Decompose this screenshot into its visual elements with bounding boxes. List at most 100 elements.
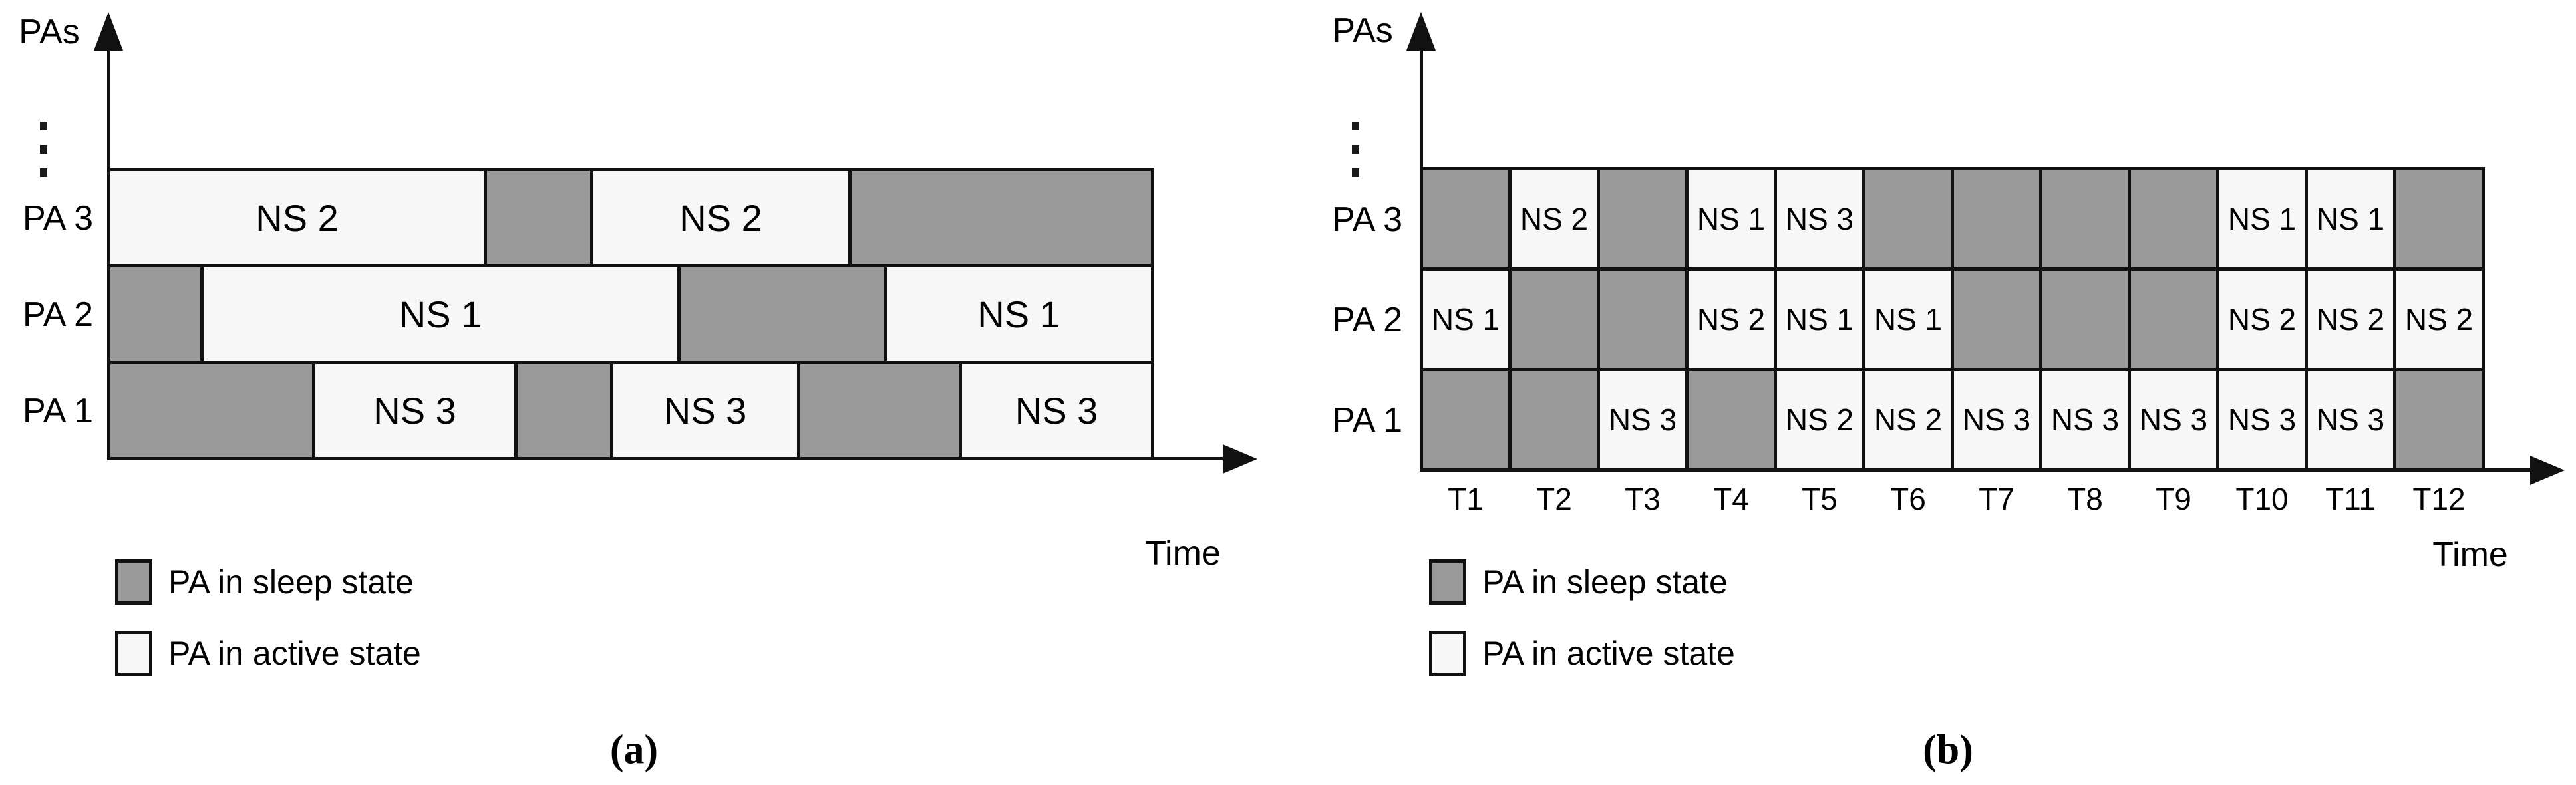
- active-slot: NS 2: [1777, 371, 1862, 468]
- legend-item-active: PA in active state: [1429, 631, 1735, 676]
- sleep-swatch-icon: [1429, 559, 1466, 605]
- ns-label: NS 2: [255, 196, 339, 239]
- ns-label: NS 3: [1962, 402, 2031, 437]
- active-slot: NS 2: [593, 171, 848, 264]
- row-label: PA 3: [1331, 200, 1402, 239]
- active-slot: NS 1: [887, 267, 1151, 361]
- ns-label: NS 2: [1696, 302, 1766, 337]
- legend-label: PA in sleep state: [168, 563, 414, 601]
- time-tick-label: T4: [1713, 482, 1749, 516]
- ns-label: NS 3: [2050, 402, 2120, 437]
- active-slot: NS 2: [1689, 271, 1774, 368]
- sleep-slot: [1954, 170, 2039, 267]
- ns-label: NS 3: [1608, 402, 1677, 437]
- sleep-slot: [487, 171, 590, 264]
- active-slot: NS 3: [1954, 371, 2039, 468]
- ns-label: NS 2: [1873, 402, 1943, 437]
- active-swatch-icon: [115, 631, 152, 676]
- sleep-slot: [1954, 271, 2039, 368]
- ns-label: NS 1: [977, 293, 1060, 335]
- y-axis-label: PAs: [19, 13, 80, 51]
- time-tick-label: T9: [2156, 482, 2191, 516]
- ns-label: NS 2: [2316, 302, 2385, 337]
- ns-label: NS 2: [1520, 202, 1589, 236]
- ns-label: NS 1: [399, 293, 482, 335]
- ns-label: NS 3: [2316, 402, 2385, 437]
- legend-item-sleep: PA in sleep state: [1429, 559, 1728, 605]
- ns-label: NS 2: [1785, 402, 1854, 437]
- x-axis-arrow-icon: [1223, 444, 1257, 474]
- ns-label: NS 1: [1696, 202, 1766, 236]
- active-slot: NS 2: [110, 171, 484, 264]
- legend-label: PA in active state: [168, 635, 421, 672]
- row-label: PA 1: [22, 392, 93, 430]
- ns-label: NS 3: [1785, 202, 1854, 236]
- sleep-slot: [2131, 271, 2216, 368]
- x-axis-label: Time: [1145, 534, 1221, 573]
- vertical-ellipsis-icon: [1352, 122, 1359, 177]
- sleep-slot: [1600, 271, 1685, 368]
- sleep-slot: [2396, 170, 2482, 267]
- ns-label: NS 3: [373, 389, 456, 432]
- sleep-slot: [2042, 170, 2128, 267]
- active-slot: NS 2: [1865, 371, 1951, 468]
- panel-a-caption: (a): [609, 727, 659, 773]
- row-label: PA 1: [1331, 401, 1402, 440]
- ns-label: NS 1: [1873, 302, 1943, 337]
- sleep-slot: [1423, 170, 1508, 267]
- active-slot: NS 3: [2308, 371, 2393, 468]
- active-slot: NS 1: [1777, 271, 1862, 368]
- y-axis-arrow-icon: [1406, 12, 1436, 51]
- sleep-slot: [1865, 170, 1951, 267]
- ns-label: NS 2: [2227, 302, 2297, 337]
- active-slot: NS 3: [613, 364, 797, 457]
- row-label: PA 2: [1331, 301, 1402, 339]
- vertical-ellipsis-icon: [40, 122, 47, 177]
- sleep-slot: [2131, 170, 2216, 267]
- active-slot: NS 2: [2396, 271, 2482, 368]
- sleep-slot: [1512, 271, 1597, 368]
- active-slot: NS 1: [2219, 170, 2305, 267]
- ns-label: NS 1: [2316, 202, 2385, 236]
- sleep-slot: [2042, 271, 2128, 368]
- active-slot: NS 3: [2131, 371, 2216, 468]
- y-axis-label: PAs: [1332, 11, 1393, 50]
- sleep-slot: [800, 364, 959, 457]
- sleep-slot: [1423, 371, 1508, 468]
- active-slot: NS 3: [315, 364, 514, 457]
- legend-item-active: PA in active state: [115, 631, 421, 676]
- active-slot: NS 2: [1512, 170, 1597, 267]
- time-tick-label: T10: [2235, 482, 2289, 516]
- active-slot: NS 1: [1689, 170, 1774, 267]
- active-swatch-icon: [1429, 631, 1466, 676]
- sleep-swatch-icon: [115, 559, 152, 605]
- legend-item-sleep: PA in sleep state: [115, 559, 414, 605]
- sleep-slot: [110, 364, 312, 457]
- time-tick-label: T6: [1890, 482, 1926, 516]
- active-slot: NS 3: [2042, 371, 2128, 468]
- ns-label: NS 1: [1431, 302, 1500, 337]
- active-slot: NS 1: [1423, 271, 1508, 368]
- sleep-slot: [1689, 371, 1774, 468]
- ns-label: NS 3: [2227, 402, 2297, 437]
- time-tick-label: T8: [2067, 482, 2103, 516]
- sleep-slot: [518, 364, 610, 457]
- active-slot: NS 3: [962, 364, 1151, 457]
- active-slot: NS 1: [204, 267, 677, 361]
- schedule-chart-b: NS 2 NS 1 NS 3 NS 1 NS 1 NS 1 NS 2 NS 1 NS 1 NS 2…: [1420, 167, 2485, 472]
- panel-b-caption: (b): [1923, 727, 1973, 773]
- x-axis-label: Time: [2432, 536, 2508, 574]
- ns-label: NS 3: [1015, 389, 1098, 432]
- time-tick-label: T2: [1536, 482, 1572, 516]
- active-slot: NS 3: [1600, 371, 1685, 468]
- sleep-slot: [1600, 170, 1685, 267]
- x-axis-line: [107, 457, 1225, 460]
- time-tick-label: T5: [1802, 482, 1838, 516]
- row-label: PA 2: [22, 295, 93, 334]
- time-tick-label: T12: [2412, 482, 2466, 516]
- time-tick-label: T7: [1979, 482, 2014, 516]
- ns-label: NS 2: [679, 196, 762, 239]
- y-axis-arrow-icon: [94, 12, 123, 51]
- sleep-slot: [110, 267, 200, 361]
- sleep-slot: [681, 267, 884, 361]
